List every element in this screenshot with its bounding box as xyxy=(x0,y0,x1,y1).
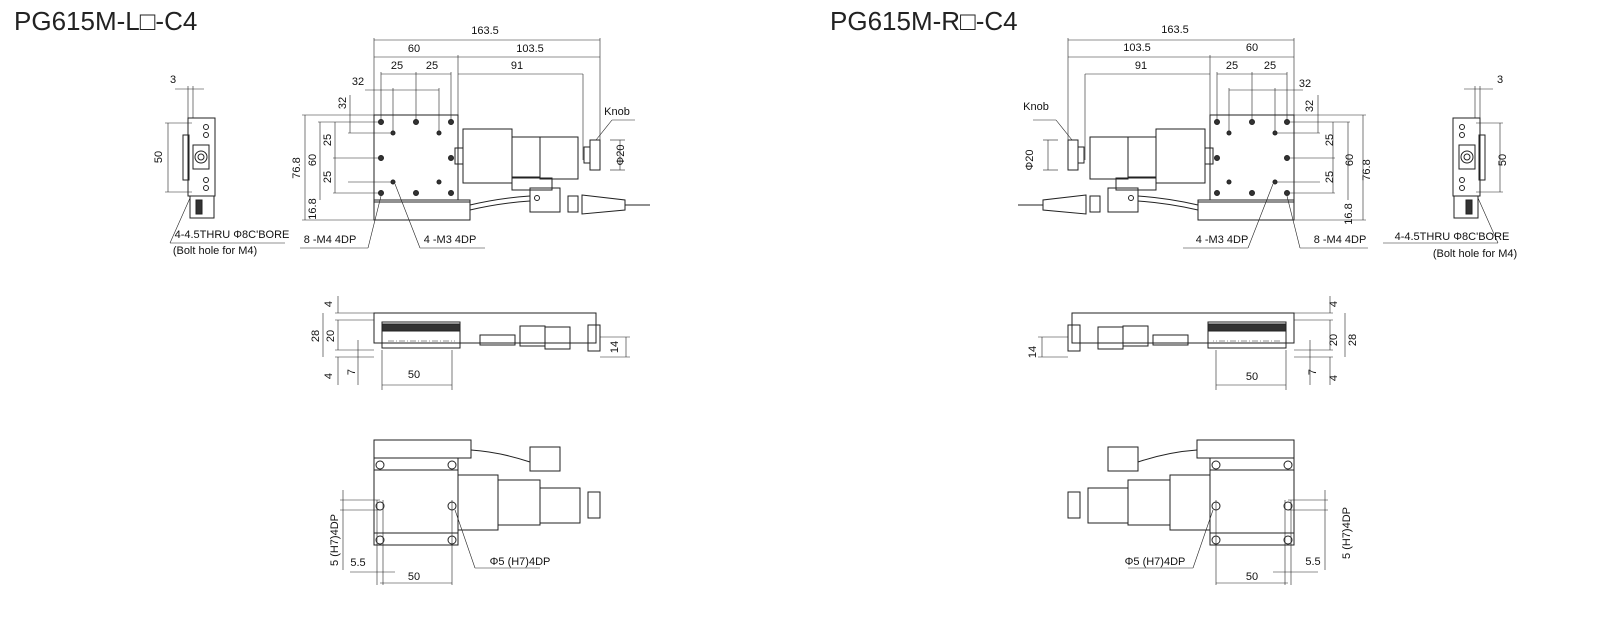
right-dimension-label: 28 xyxy=(1347,334,1359,346)
left-dimension-label: 5.5 xyxy=(350,557,365,569)
left-dimension-label: 25 xyxy=(391,60,403,72)
right-dimension-label: 50 xyxy=(1246,371,1258,383)
right-dimension-label: (Bolt hole for M4) xyxy=(1433,248,1517,260)
right-dimension-label: 32 xyxy=(1304,100,1316,112)
right-dimension-label: 14 xyxy=(1027,346,1039,358)
right-dimension-label: 91 xyxy=(1135,60,1147,72)
left-dimension-label: 60 xyxy=(307,154,319,166)
right-dimension-label: 103.5 xyxy=(1123,42,1151,54)
right-dimension-label: 60 xyxy=(1344,154,1356,166)
left-dimension-label: Φ5 (H7)4DP xyxy=(490,556,551,568)
left-dimension-label: 4 xyxy=(323,373,335,379)
right-dimension-label: 60 xyxy=(1246,42,1258,54)
left-dimension-label: 20 xyxy=(325,330,337,342)
left-dimension-label: 76.8 xyxy=(291,157,303,178)
left-dimension-label: 103.5 xyxy=(516,43,544,55)
right-dimension-label: 25 xyxy=(1264,60,1276,72)
left-dimension-label: 28 xyxy=(310,330,322,342)
left-dimension-label: 7 xyxy=(346,369,358,375)
left-dimension-label: 4 xyxy=(323,301,335,307)
left-dimension-label: 32 xyxy=(337,97,349,109)
right-dimension-label: 4 xyxy=(1328,301,1340,307)
right-dimension-label: 163.5 xyxy=(1161,24,1189,36)
left-dimension-label: 60 xyxy=(408,43,420,55)
right-dimension-label: 4 xyxy=(1328,375,1340,381)
right-dimension-label: 50 xyxy=(1497,154,1509,166)
left-dimension-label: 91 xyxy=(511,60,523,72)
right-dimension-label: Knob xyxy=(1023,101,1049,113)
left-dimension-label: 163.5 xyxy=(471,25,499,37)
left-dimension-label: 8 -M4 4DP xyxy=(304,234,357,246)
right-dimension-label: 25 xyxy=(1324,134,1336,146)
left-dimension-label: 50 xyxy=(408,369,420,381)
left-dimension-label: Knob xyxy=(604,106,630,118)
left-dimension-label: 25 xyxy=(426,60,438,72)
left-dimension-label: 4 -M3 4DP xyxy=(424,234,477,246)
right-dimension-label: 3 xyxy=(1497,74,1503,86)
left-dimension-label: 14 xyxy=(609,341,621,353)
right-model-title: PG615M-R□-C4 xyxy=(830,6,1018,36)
left-dimension-label: 16.8 xyxy=(307,198,319,219)
right-dimension-label: 5.5 xyxy=(1305,556,1320,568)
left-dimension-label: 50 xyxy=(153,151,165,163)
left-dimension-label: 3 xyxy=(170,74,176,86)
right-dimension-label: 4 -M3 4DP xyxy=(1196,234,1249,246)
right-dimension-label: 50 xyxy=(1246,571,1258,583)
right-dimension-label: Φ20 xyxy=(1024,149,1036,170)
right-dimension-label: 76.8 xyxy=(1361,159,1373,180)
left-model-title: PG615M-L□-C4 xyxy=(14,6,197,36)
right-dimension-label: 32 xyxy=(1299,78,1311,90)
right-dimension-label: 25 xyxy=(1226,60,1238,72)
left-dimension-label: (Bolt hole for M4) xyxy=(173,245,257,257)
right-dimension-label: 8 -M4 4DP xyxy=(1314,234,1367,246)
left-dimension-label: 50 xyxy=(408,571,420,583)
right-drawing xyxy=(1017,37,1504,586)
left-dimension-label: 32 xyxy=(352,76,364,88)
left-drawing xyxy=(164,37,651,586)
left-dimension-label: 25 xyxy=(322,171,334,183)
right-dimension-label: 4-4.5THRU Φ8C'BORE xyxy=(1395,231,1510,243)
right-dimension-label: 16.8 xyxy=(1343,203,1355,224)
left-dimension-label: 25 xyxy=(322,134,334,146)
right-dimension-label: Φ5 (H7)4DP xyxy=(1125,556,1186,568)
left-dimension-label: 5 (H7)4DP xyxy=(329,514,341,566)
right-dimension-label: 25 xyxy=(1324,171,1336,183)
right-dimension-label: 7 xyxy=(1307,369,1319,375)
left-dimension-label: Φ20 xyxy=(615,144,627,165)
right-dimension-label: 20 xyxy=(1328,334,1340,346)
left-dimension-label: 4-4.5THRU Φ8C'BORE xyxy=(175,229,290,241)
right-dimension-label: 5 (H7)4DP xyxy=(1341,507,1353,559)
